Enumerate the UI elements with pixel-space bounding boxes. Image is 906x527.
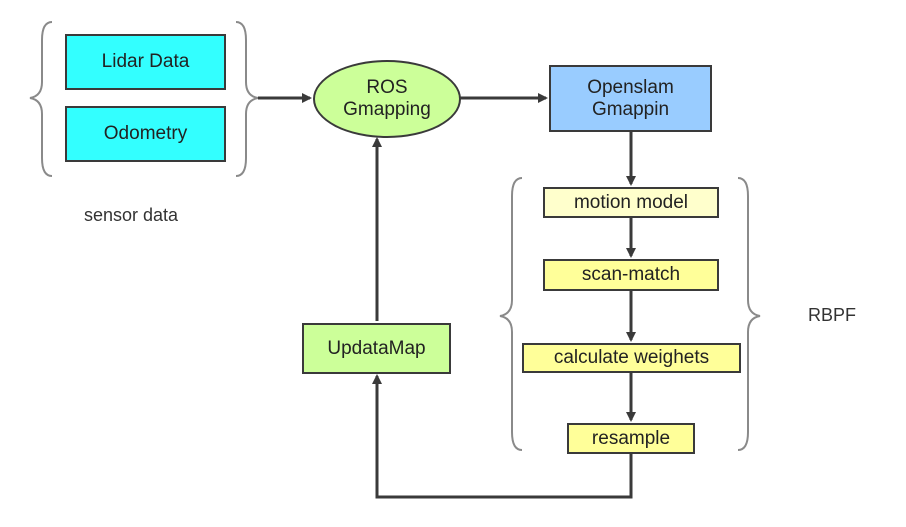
odometry-node: Odometry — [65, 106, 226, 162]
ros-gmapping-label: ROS Gmapping — [343, 77, 431, 120]
resample-node: resample — [567, 423, 695, 454]
calculate-weights-label: calculate weighets — [553, 347, 710, 368]
rbpf-left-brace — [499, 177, 523, 451]
sensor-left-brace — [29, 21, 53, 177]
ros-gmapping-node: ROS Gmapping — [313, 60, 461, 138]
update-map-node: UpdataMap — [302, 323, 451, 374]
motion-model-node: motion model — [543, 187, 719, 218]
rbpf-right-brace — [737, 177, 761, 451]
calculate-weights-node: calculate weighets — [522, 343, 741, 373]
lidar-data-node: Lidar Data — [65, 34, 226, 90]
openslam-gmappin-node: Openslam Gmappin — [549, 65, 712, 132]
rbpf-label: RBPF — [808, 305, 857, 325]
sensor-data-label: sensor data — [84, 205, 179, 225]
odometry-label: Odometry — [103, 123, 188, 144]
resample-label: resample — [591, 427, 671, 449]
sensor-right-brace — [235, 21, 259, 177]
update-map-label: UpdataMap — [327, 337, 426, 359]
openslam-gmappin-label: Openslam Gmappin — [587, 76, 674, 120]
scan-match-node: scan-match — [543, 259, 719, 291]
lidar-data-label: Lidar Data — [101, 51, 190, 72]
arrow-resample-to-updatemap — [372, 374, 633, 499]
scan-match-label: scan-match — [581, 264, 681, 285]
motion-model-label: motion model — [573, 191, 689, 213]
